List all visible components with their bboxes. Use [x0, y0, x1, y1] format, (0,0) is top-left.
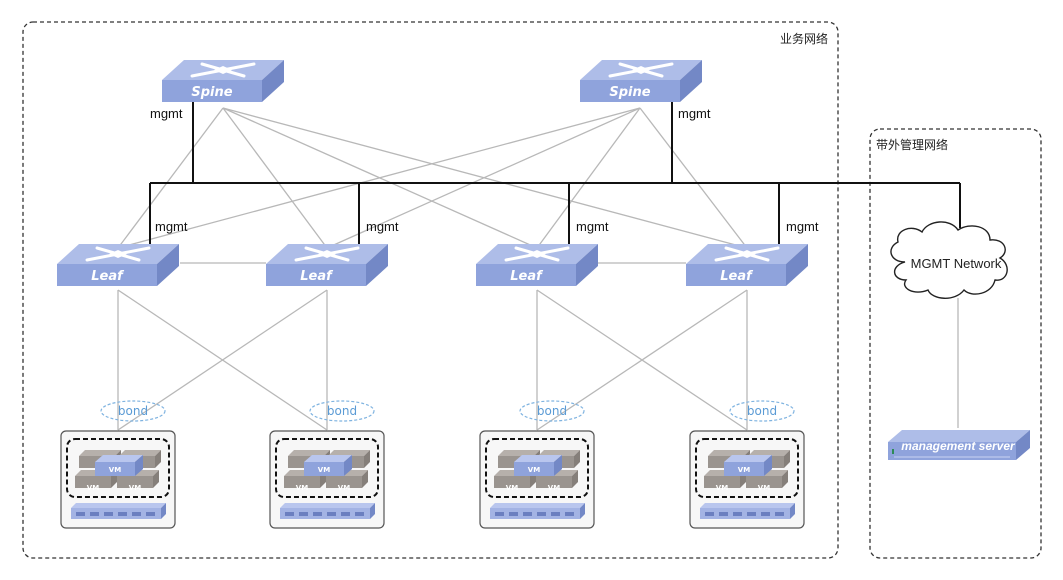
leaf-switch-2[interactable]: Leaf [264, 242, 390, 288]
business-network-label: 业务网络 [780, 31, 828, 46]
server-port [118, 512, 127, 516]
spine-label: Spine [609, 85, 650, 100]
spine-2-mgmt-label: mgmt [678, 106, 711, 121]
management-server-label: management server [901, 439, 1016, 453]
spine-switch-2[interactable]: Spine [578, 58, 704, 104]
vm-group-border [275, 438, 379, 498]
server-port [355, 512, 364, 516]
mgmt-network-cloud[interactable]: MGMT Network [890, 221, 1008, 299]
spine-leaf-links [117, 107, 748, 249]
server-port [551, 512, 560, 516]
vm-label: VM [506, 484, 518, 492]
vm-label: VM [296, 484, 308, 492]
management-bus [149, 100, 961, 244]
vm-label: VM [716, 484, 728, 492]
cloud-icon [890, 221, 1008, 299]
leaf-label: Leaf [510, 269, 544, 284]
server-port [285, 512, 294, 516]
mgmt-network-label: MGMT Network [911, 256, 1002, 271]
vm-label: VM [318, 466, 330, 474]
server-port [719, 512, 728, 516]
server-port [733, 512, 742, 516]
bond-label: bond [327, 404, 357, 418]
server-chassis-icon [280, 503, 375, 508]
server-port [537, 512, 546, 516]
leaf-4-mgmt-label: mgmt [786, 219, 819, 234]
leaf-label: Leaf [720, 269, 754, 284]
oob-management-label: 带外管理网络 [876, 137, 948, 152]
server-chassis-icon [71, 503, 166, 508]
bond-ellipse [729, 400, 795, 422]
leaf-label: Leaf [91, 269, 125, 284]
leaf-switch-3[interactable]: Leaf [474, 242, 600, 288]
bond-ellipse [100, 400, 166, 422]
bond-ellipse [519, 400, 585, 422]
vm-label: VM [738, 466, 750, 474]
server-port [565, 512, 574, 516]
bond-ellipse [309, 400, 375, 422]
server-chassis-icon [700, 503, 795, 508]
server-port [705, 512, 714, 516]
vm-label: VM [528, 466, 540, 474]
server-port [327, 512, 336, 516]
leaf-2-mgmt-label: mgmt [366, 219, 399, 234]
server-port [747, 512, 756, 516]
server-port [523, 512, 532, 516]
server-port [775, 512, 784, 516]
leaf-label: Leaf [300, 269, 334, 284]
server-port [509, 512, 518, 516]
leaf-3-mgmt-label: mgmt [576, 219, 609, 234]
server-port [299, 512, 308, 516]
server-port [104, 512, 113, 516]
leaf-host-links [117, 289, 748, 431]
spine-1-mgmt-label: mgmt [150, 106, 183, 121]
vm-label: VM [548, 484, 560, 492]
vm-group-border [66, 438, 170, 498]
business-network-zone [22, 21, 839, 559]
server-port [761, 512, 770, 516]
leaf-switch-1[interactable]: Leaf [55, 242, 181, 288]
bond-label: bond [537, 404, 567, 418]
vm-label: VM [109, 466, 121, 474]
vm-group-border [485, 438, 589, 498]
vm-label: VM [758, 484, 770, 492]
server-port [313, 512, 322, 516]
server-port [495, 512, 504, 516]
vm-label: VM [129, 484, 141, 492]
vm-label: VM [338, 484, 350, 492]
spine-label: Spine [191, 85, 232, 100]
server-port [341, 512, 350, 516]
vm-group-border [695, 438, 799, 498]
server-port [76, 512, 85, 516]
leaf-switch-4[interactable]: Leaf [684, 242, 810, 288]
bond-label: bond [747, 404, 777, 418]
server-port [132, 512, 141, 516]
bond-label: bond [118, 404, 148, 418]
server-port [90, 512, 99, 516]
spine-switch-1[interactable]: Spine [160, 58, 286, 104]
oob-management-zone [869, 128, 1042, 559]
server-port [146, 512, 155, 516]
management-server[interactable]: management server [888, 430, 1030, 460]
vm-label: VM [87, 484, 99, 492]
server-icon [888, 430, 1030, 442]
server-chassis-icon [490, 503, 585, 508]
leaf-1-mgmt-label: mgmt [155, 219, 188, 234]
